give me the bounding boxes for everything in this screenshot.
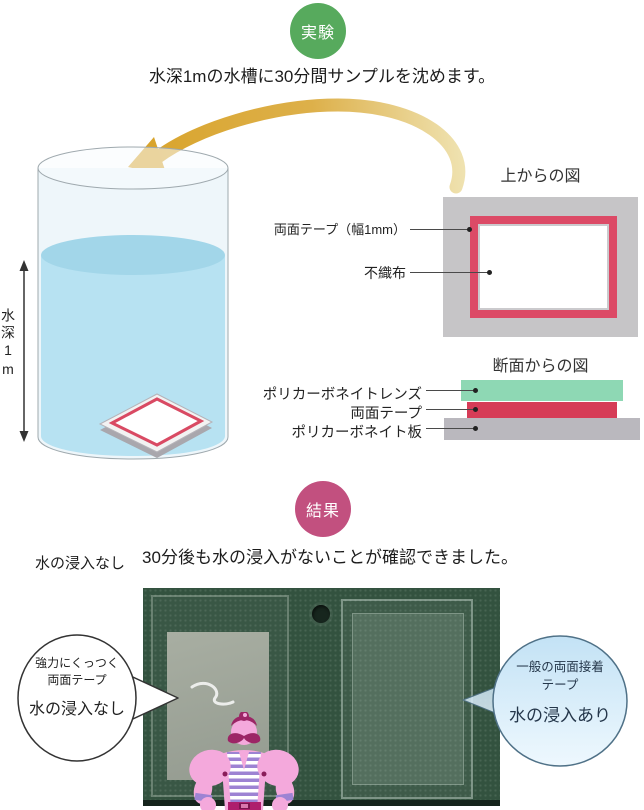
layer-polycarbonate-lens — [461, 380, 623, 401]
experiment-caption: 水深1mの水槽に30分間サンプルを沈めます。 — [148, 67, 496, 86]
result-badge: 結果 — [295, 481, 351, 537]
leader-dot — [467, 227, 472, 232]
right-bubble-verdict: 水の浸入あり — [509, 706, 611, 725]
left-speech-bubble — [17, 634, 179, 762]
water-depth-label: 水深1m — [0, 308, 16, 380]
submerged-sample — [98, 393, 214, 458]
photo-note: 水の浸入なし — [35, 555, 126, 572]
leader-dot — [473, 388, 478, 393]
right-bubble-line1: 一般の両面接着 — [516, 660, 604, 674]
layer-double-sided-tape — [467, 402, 617, 418]
right-bubble-line2: テープ — [541, 678, 579, 692]
label-lens: ポリカーボネイトレンズ — [262, 387, 422, 403]
leader-line — [410, 272, 490, 273]
leader-dot — [487, 270, 492, 275]
right-bubble-text: 一般の両面接着 テープ 水の浸入あり — [497, 658, 623, 726]
right-sample-tray — [341, 599, 473, 799]
photo-bottom-edge — [143, 800, 500, 806]
label-tape: 両面テープ — [350, 406, 422, 422]
label-fabric: 不織布 — [364, 265, 406, 281]
cross-section-title: 断面からの図 — [492, 358, 589, 375]
tray-hole — [312, 605, 330, 623]
depth-arrow — [19, 260, 29, 442]
water-tank-illustration — [19, 146, 229, 460]
leader-line — [426, 409, 476, 410]
left-bubble-line1: 強力にくっつく — [35, 656, 119, 670]
strongman-mascot — [189, 712, 299, 810]
leader-line — [410, 229, 470, 230]
fabric-area — [478, 224, 609, 310]
leader-dot — [473, 426, 478, 431]
top-view-diagram — [443, 197, 638, 337]
leader-line — [426, 428, 476, 429]
layer-polycarbonate-plate — [444, 418, 640, 440]
tape-frame-area — [470, 216, 617, 318]
top-view-title: 上からの図 — [500, 168, 581, 185]
left-bubble-text: 強力にくっつく 両面テープ 水の浸入なし — [17, 655, 137, 719]
right-sample-lens — [352, 613, 464, 785]
label-plate: ポリカーボネイト板 — [291, 425, 423, 441]
leader-dot — [473, 407, 478, 412]
left-bubble-line2: 両面テープ — [47, 673, 107, 687]
leader-line — [426, 390, 476, 391]
left-bubble-verdict: 水の浸入なし — [28, 701, 125, 718]
result-caption: 30分後も水の浸入がないことが確認できました。 — [142, 548, 518, 567]
label-tape-width: 両面テープ（幅1mm） — [273, 222, 406, 237]
water-droplet-mark — [190, 681, 235, 706]
right-speech-bubble — [462, 635, 628, 767]
experiment-badge: 実験 — [290, 3, 346, 59]
